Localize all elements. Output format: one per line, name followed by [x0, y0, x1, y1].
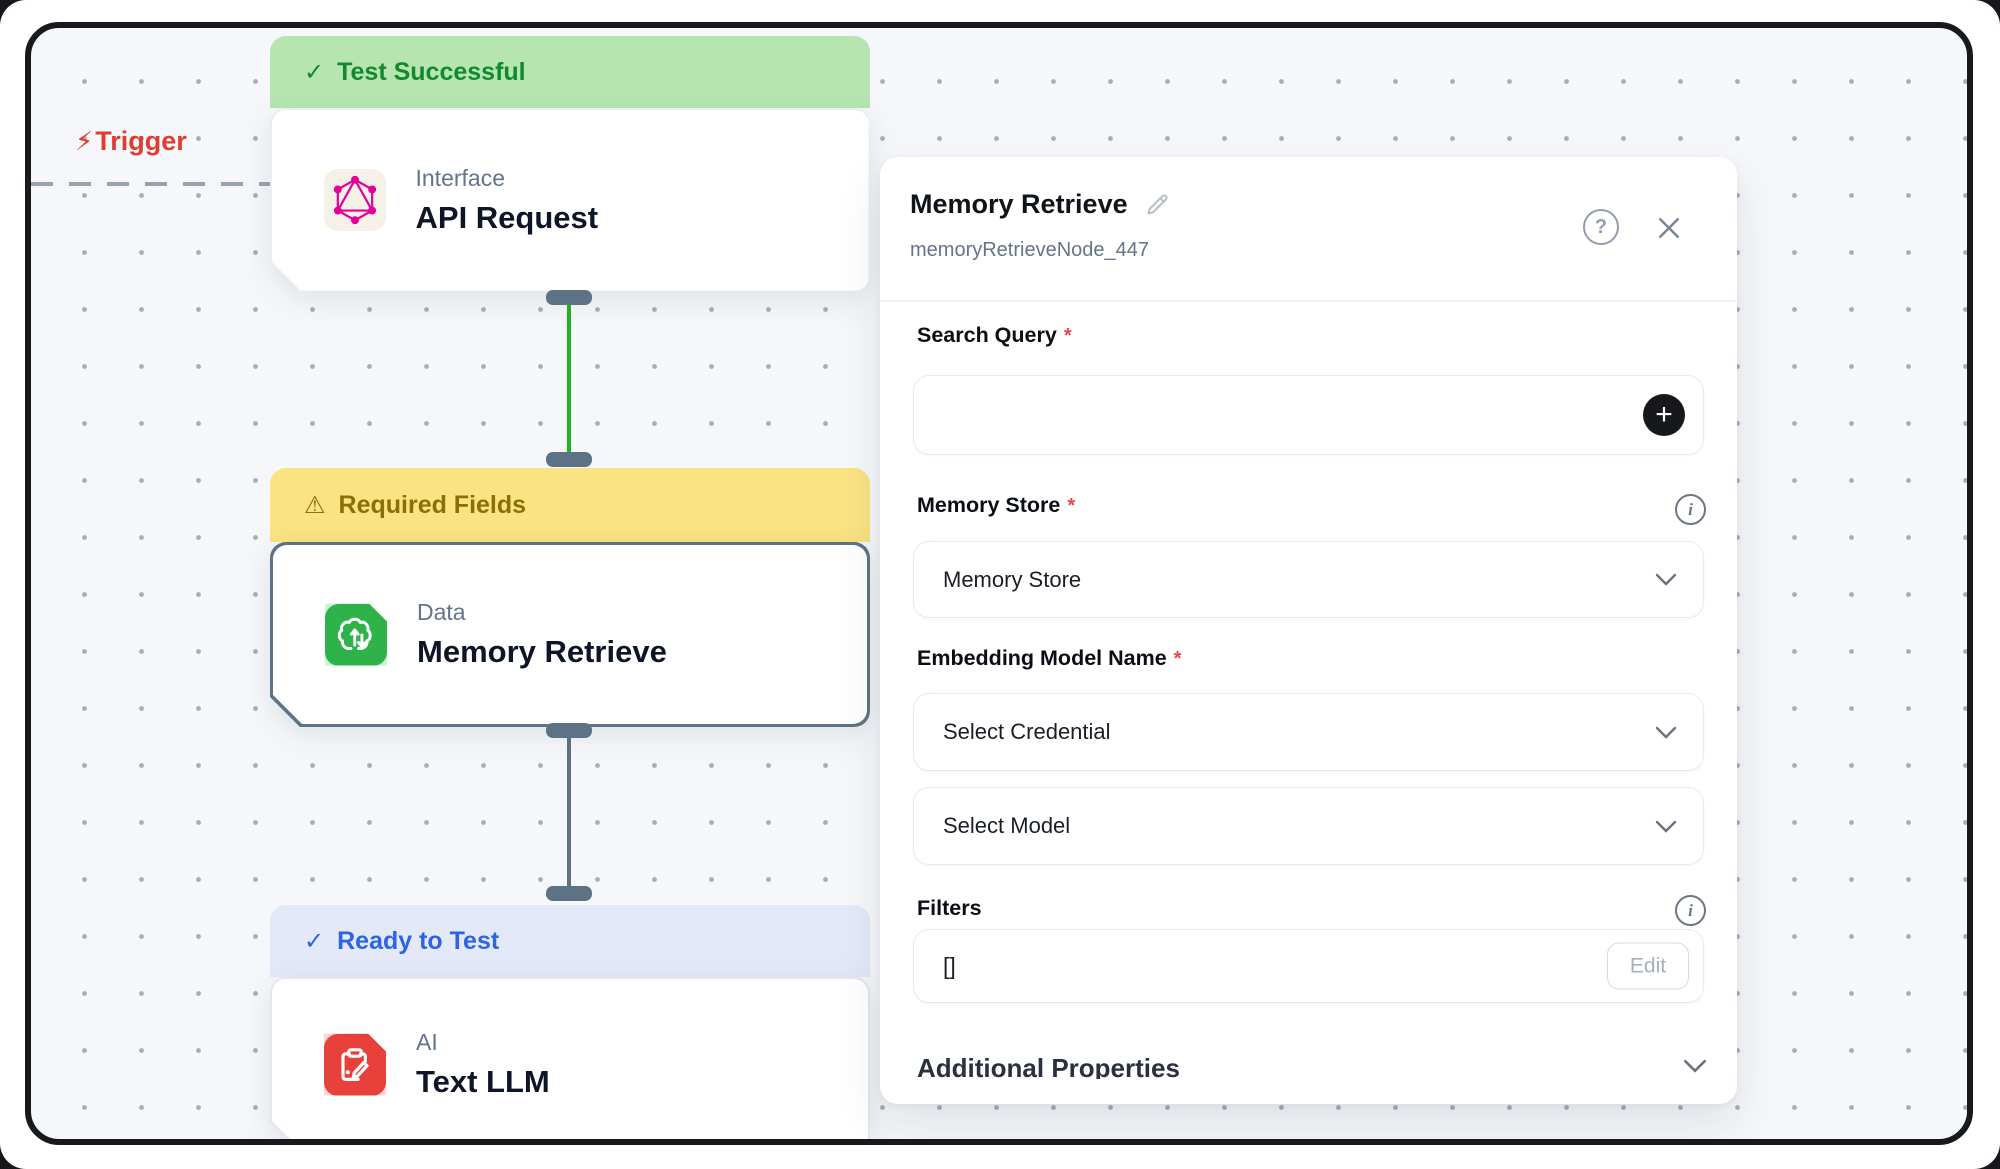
close-icon[interactable] [1653, 212, 1685, 244]
chevron-down-icon [1684, 1059, 1706, 1073]
node-title: Text LLM [416, 1064, 550, 1099]
edge-api-request-to-memory-retrieve [567, 294, 571, 456]
credential-selected-value: Select Credential [943, 719, 1111, 744]
node-text: Data Memory Retrieve [417, 599, 667, 670]
node-category: AI [416, 1029, 438, 1055]
info-glyph: i [1688, 900, 1693, 920]
workflow-canvas[interactable]: ⚡Trigger ✓ Test Successful [25, 22, 1973, 1145]
status-banner-required-fields: ⚠ Required Fields [270, 468, 870, 542]
node-api-request[interactable]: Interface API Request [270, 108, 870, 292]
warning-icon: ⚠ [304, 491, 326, 519]
status-banner-label: Required Fields [338, 490, 527, 519]
filters-input[interactable]: [] Edit [913, 929, 1704, 1003]
text-llm-clipboard-icon [324, 1034, 386, 1096]
additional-properties-section[interactable]: Additional Properties [910, 1047, 1713, 1079]
node-title: Memory Retrieve [417, 634, 667, 669]
edit-title-pencil-icon[interactable] [1144, 191, 1171, 218]
status-banner-label: Test Successful [337, 57, 526, 86]
required-asterisk: * [1067, 495, 1076, 517]
handle-api-request-bottom[interactable] [546, 290, 592, 305]
memory-store-selected-value: Memory Store [943, 566, 1082, 592]
memory-store-label: Memory Store* [917, 493, 1076, 517]
help-glyph: ? [1594, 215, 1608, 238]
node-text: AI Text LLM [416, 1029, 550, 1100]
filters-value: [] [943, 952, 956, 979]
node-properties-panel: Memory Retrieve memoryRetrieveNode_447 ?… [880, 157, 1737, 1104]
node-body: Interface API Request [272, 110, 869, 291]
node-text-llm[interactable]: AI Text LLM [270, 977, 870, 1145]
memory-store-select[interactable]: Memory Store [913, 541, 1704, 618]
trigger-dashed-line [31, 182, 271, 186]
model-select[interactable]: Select Model [913, 787, 1704, 865]
chevron-down-icon [1655, 726, 1677, 739]
chevron-down-icon [1655, 573, 1677, 586]
status-banner-ready-to-test: ✓ Ready to Test [270, 905, 870, 977]
check-icon: ✓ [304, 927, 325, 955]
embedding-model-label: Embedding Model Name* [917, 646, 1182, 670]
node-body: Data Memory Retrieve [273, 545, 867, 724]
additional-properties-heading: Additional Properties [917, 1053, 1180, 1079]
node-text: Interface API Request [416, 165, 599, 236]
handle-text-llm-top[interactable] [546, 886, 592, 901]
node-id-text: memoryRetrieveNode_447 [910, 239, 1150, 261]
trigger-text: Trigger [95, 126, 187, 156]
filters-info-icon[interactable]: i [1675, 895, 1706, 926]
model-selected-value: Select Model [943, 813, 1071, 838]
memory-store-info-icon[interactable]: i [1675, 494, 1706, 525]
status-banner-label: Ready to Test [337, 926, 500, 955]
required-asterisk: * [1063, 325, 1072, 347]
credential-select[interactable]: Select Credential [913, 693, 1704, 771]
info-glyph: i [1688, 499, 1693, 519]
panel-divider [880, 300, 1737, 302]
lightning-icon: ⚡ [75, 126, 94, 156]
help-icon[interactable]: ? [1583, 209, 1619, 245]
edit-button-label: Edit [1629, 954, 1667, 977]
filters-label: Filters [917, 896, 982, 920]
node-memory-retrieve[interactable]: Data Memory Retrieve [270, 542, 870, 727]
handle-memory-retrieve-bottom[interactable] [546, 723, 592, 738]
add-variable-plus-button[interactable]: + [1643, 394, 1685, 436]
memory-brain-icon [325, 604, 387, 666]
check-icon: ✓ [304, 58, 325, 86]
handle-memory-retrieve-top[interactable] [546, 452, 592, 467]
graphql-icon [324, 169, 386, 231]
plus-glyph: + [1655, 398, 1673, 431]
trigger-label: ⚡Trigger [75, 126, 187, 157]
node-body: AI Text LLM [272, 979, 868, 1145]
search-query-label: Search Query* [917, 323, 1072, 347]
search-query-input[interactable]: + [913, 375, 1704, 455]
node-title: API Request [415, 199, 599, 235]
required-asterisk: * [1173, 648, 1182, 670]
status-banner-test-successful: ✓ Test Successful [270, 36, 870, 108]
node-category: Interface [415, 164, 505, 191]
node-category: Data [417, 599, 466, 625]
chevron-down-icon [1655, 820, 1677, 833]
panel-title: Memory Retrieve [910, 189, 1128, 219]
filters-edit-button[interactable]: Edit [1607, 942, 1689, 990]
edge-memory-retrieve-to-text-llm [567, 732, 571, 890]
